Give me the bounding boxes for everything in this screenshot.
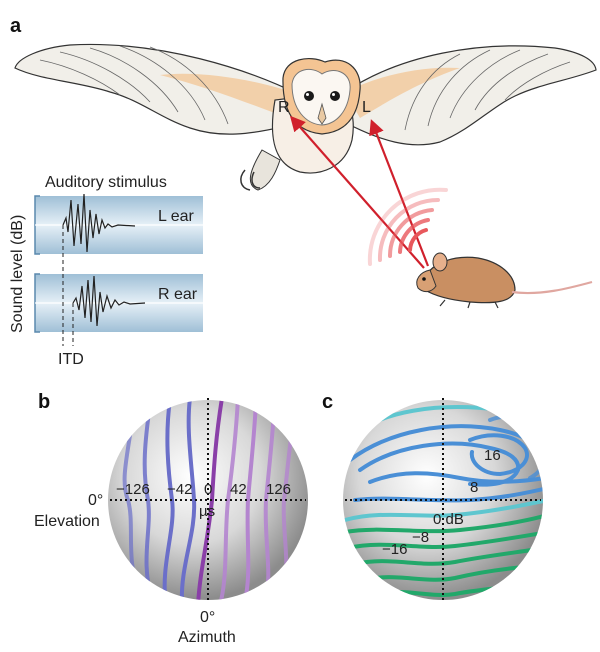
itd-contour-label: −126 [116,481,150,498]
sound-path-arrow-left-ear [369,119,430,267]
sound-level-axis-label: Sound level (dB) [9,215,26,333]
itd-unit-label: µs [199,503,215,520]
elevation-zero-label: 0° [88,492,103,509]
panel-a-label: a [10,15,22,37]
mouse-illustration [416,252,593,309]
ild-contour-label: −16 [382,541,407,558]
itd-contour-label: 0 [204,481,212,498]
ild-contour-label: 0 dB [433,511,464,528]
panel-c-label: c [322,391,333,413]
itd-contour-label: 42 [230,481,247,498]
owl-left-ear-label: L [362,99,371,116]
ild-contour-label: 8 [470,479,478,496]
barn-owl-illustration [14,43,597,191]
owl-right-ear-label: R [278,99,290,116]
itd-contour-label: 126 [266,481,291,498]
sound-wave-icon [367,187,448,266]
elevation-axis-label: Elevation [34,513,100,530]
panel-b-label: b [38,391,50,413]
stimulus-title: Auditory stimulus [45,174,167,191]
azimuth-zero-label: 0° [200,609,215,626]
right-ear-trace-label: R ear [158,286,198,303]
itd-contour-label: −42 [167,481,192,498]
left-ear-trace-label: L ear [158,208,195,225]
azimuth-axis-label: Azimuth [178,629,236,646]
ild-contour-label: 16 [484,447,501,464]
ild-contour-label: −8 [412,529,429,546]
itd-label: ITD [58,351,84,368]
right-ear-trace-panel [34,273,203,333]
